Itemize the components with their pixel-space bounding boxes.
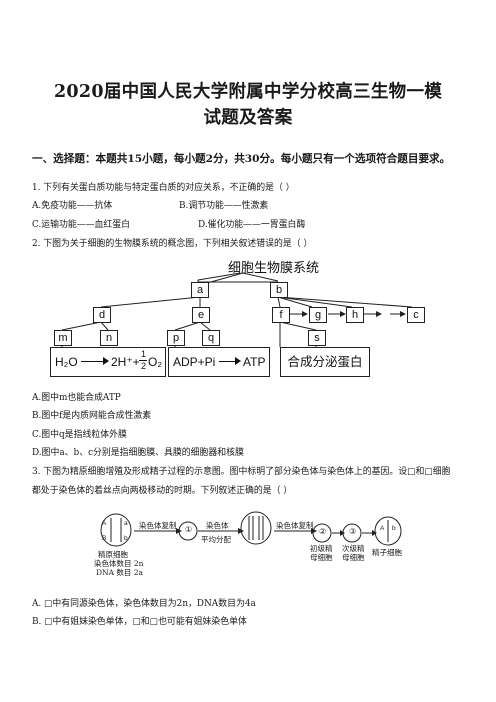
circle-3-label: ③	[349, 527, 357, 536]
q2-option-c: C.图中q是指线粒体外膜	[32, 430, 127, 440]
reaction2-arrowhead	[235, 357, 241, 365]
chromosome-count-label: 染色体数目 2n	[94, 559, 144, 568]
distribution-label-b: 平均分配	[201, 535, 231, 544]
sperm-cell-label: 精子细胞	[372, 548, 402, 557]
node-g: g	[309, 307, 327, 323]
reaction-atp-synthesis: ADP+Pi ATP	[168, 347, 270, 377]
page-title: 2020届中国人民大学附属中学分校高三生物一模	[53, 82, 443, 102]
reaction1-product: 2H⁺+	[111, 355, 140, 369]
circle-2-label: ②	[319, 527, 327, 536]
reaction1-arrow	[81, 361, 105, 362]
node-c: c	[407, 307, 425, 323]
gene-b-label: b	[124, 535, 128, 542]
q2-stem: 2. 下图为关于细胞的生物膜系统的概念图，下列相关叙述错误的是（ ）	[32, 239, 313, 249]
node-d: d	[93, 307, 111, 323]
secondary-spermatocyte-label-1: 次级精	[342, 544, 365, 553]
spermatogenesis-diagram: A a B b A b ① ② ③ 染色体复制 染色体 平均分配 染色体复制 精…	[94, 510, 416, 585]
primary-spermatocyte-label-1: 初级精	[310, 544, 333, 553]
reaction1-oxygen: O₂	[148, 355, 162, 369]
q3-stem-line2: 都处于染色体的着丝点向两极移动的时期。下列叙述正确的是（ ）	[32, 486, 293, 496]
distribution-label-a: 染色体	[206, 521, 229, 530]
q3-option-a: A. □中有同源染色体，染色体数目为2n，DNA数目为4a	[32, 599, 256, 609]
sperm-gene-b-label: b	[392, 525, 396, 532]
spermatogonium-label: 精原细胞	[98, 550, 128, 559]
q2-option-b: B.图中f是内质网能合成性激素	[32, 411, 152, 421]
dna-count-label: DNA 数目 2a	[96, 568, 144, 577]
reaction1-fraction-num: 1	[140, 349, 146, 359]
reaction2-product: ATP	[243, 355, 266, 369]
secondary-spermatocyte-label-2: 母细胞	[342, 553, 365, 562]
node-e: e	[192, 307, 210, 323]
q1-stem: 1. 下列有关蛋白质功能与特定蛋白质的对应关系，不正确的是（ ）	[32, 183, 295, 193]
reaction1-fraction-bar	[139, 360, 147, 361]
q2-option-d: D.图中a、b、c分别是指细胞膜、具膜的细胞器和核膜	[32, 448, 244, 458]
node-h: h	[346, 307, 364, 323]
membrane-concept-diagram: 细胞生物膜系统 a b d e f g h c m n p q s H₂O 2H…	[38, 253, 438, 383]
node-p: p	[167, 330, 185, 346]
node-m: m	[54, 330, 72, 346]
node-b: b	[270, 282, 288, 298]
node-q: q	[202, 330, 220, 346]
reaction2-reactant: ADP+Pi	[173, 355, 216, 369]
node-n: n	[100, 330, 118, 346]
node-a: a	[191, 282, 209, 298]
gene-A-label: A	[102, 520, 107, 527]
section-heading: 一、选择题：本题共15小题，每小题2分，共30分。每小题只有一个选项符合题目要求…	[32, 153, 451, 165]
q3-stem-line1: 3. 下图为精原细胞增殖及形成精子过程的示意图。图中标明了部分染色体与染色体上的…	[32, 467, 451, 477]
circle-1-label: ①	[185, 525, 193, 534]
q1-option-c: C.运输功能——血红蛋白	[32, 220, 131, 230]
q2-option-a: A.图中m也能合成ATP	[32, 393, 121, 403]
reaction1-fraction-den: 2	[140, 361, 146, 371]
node-s: s	[308, 330, 326, 346]
spermatogenesis-shapes: A a B b A b	[100, 511, 402, 547]
q1-option-b: B.调节功能——性激素	[179, 201, 269, 211]
q1-option-d: D.催化功能——一胃蛋白酶	[198, 220, 306, 230]
primary-spermatocyte-label-2: 母细胞	[310, 553, 333, 562]
sperm-gene-A-label: A	[380, 525, 385, 532]
reaction-water-split: H₂O 2H⁺+ 1 2 O₂	[50, 347, 166, 377]
reaction1-arrowhead	[103, 357, 109, 365]
reaction-secretory-protein: 合成分泌蛋白	[280, 347, 370, 377]
diagram-root-label: 细胞生物膜系统	[228, 260, 320, 275]
diagram-connectors	[61, 272, 413, 347]
reaction2-arrow	[219, 361, 237, 362]
q3-option-b: B. □中有姐妹染色单体，□和□也可能有姐妹染色单体	[32, 617, 247, 627]
node-f: f	[272, 307, 290, 323]
q1-option-a: A.免疫功能——抗体	[32, 201, 113, 211]
page-title-line2: 试题及答案	[203, 108, 293, 128]
gene-a-label: a	[124, 520, 128, 527]
reaction1-reactant: H₂O	[55, 355, 78, 369]
replication-label-1: 染色体复制	[139, 521, 177, 530]
gene-B-label: B	[102, 535, 106, 542]
replication-label-2: 染色体复制	[276, 521, 314, 530]
